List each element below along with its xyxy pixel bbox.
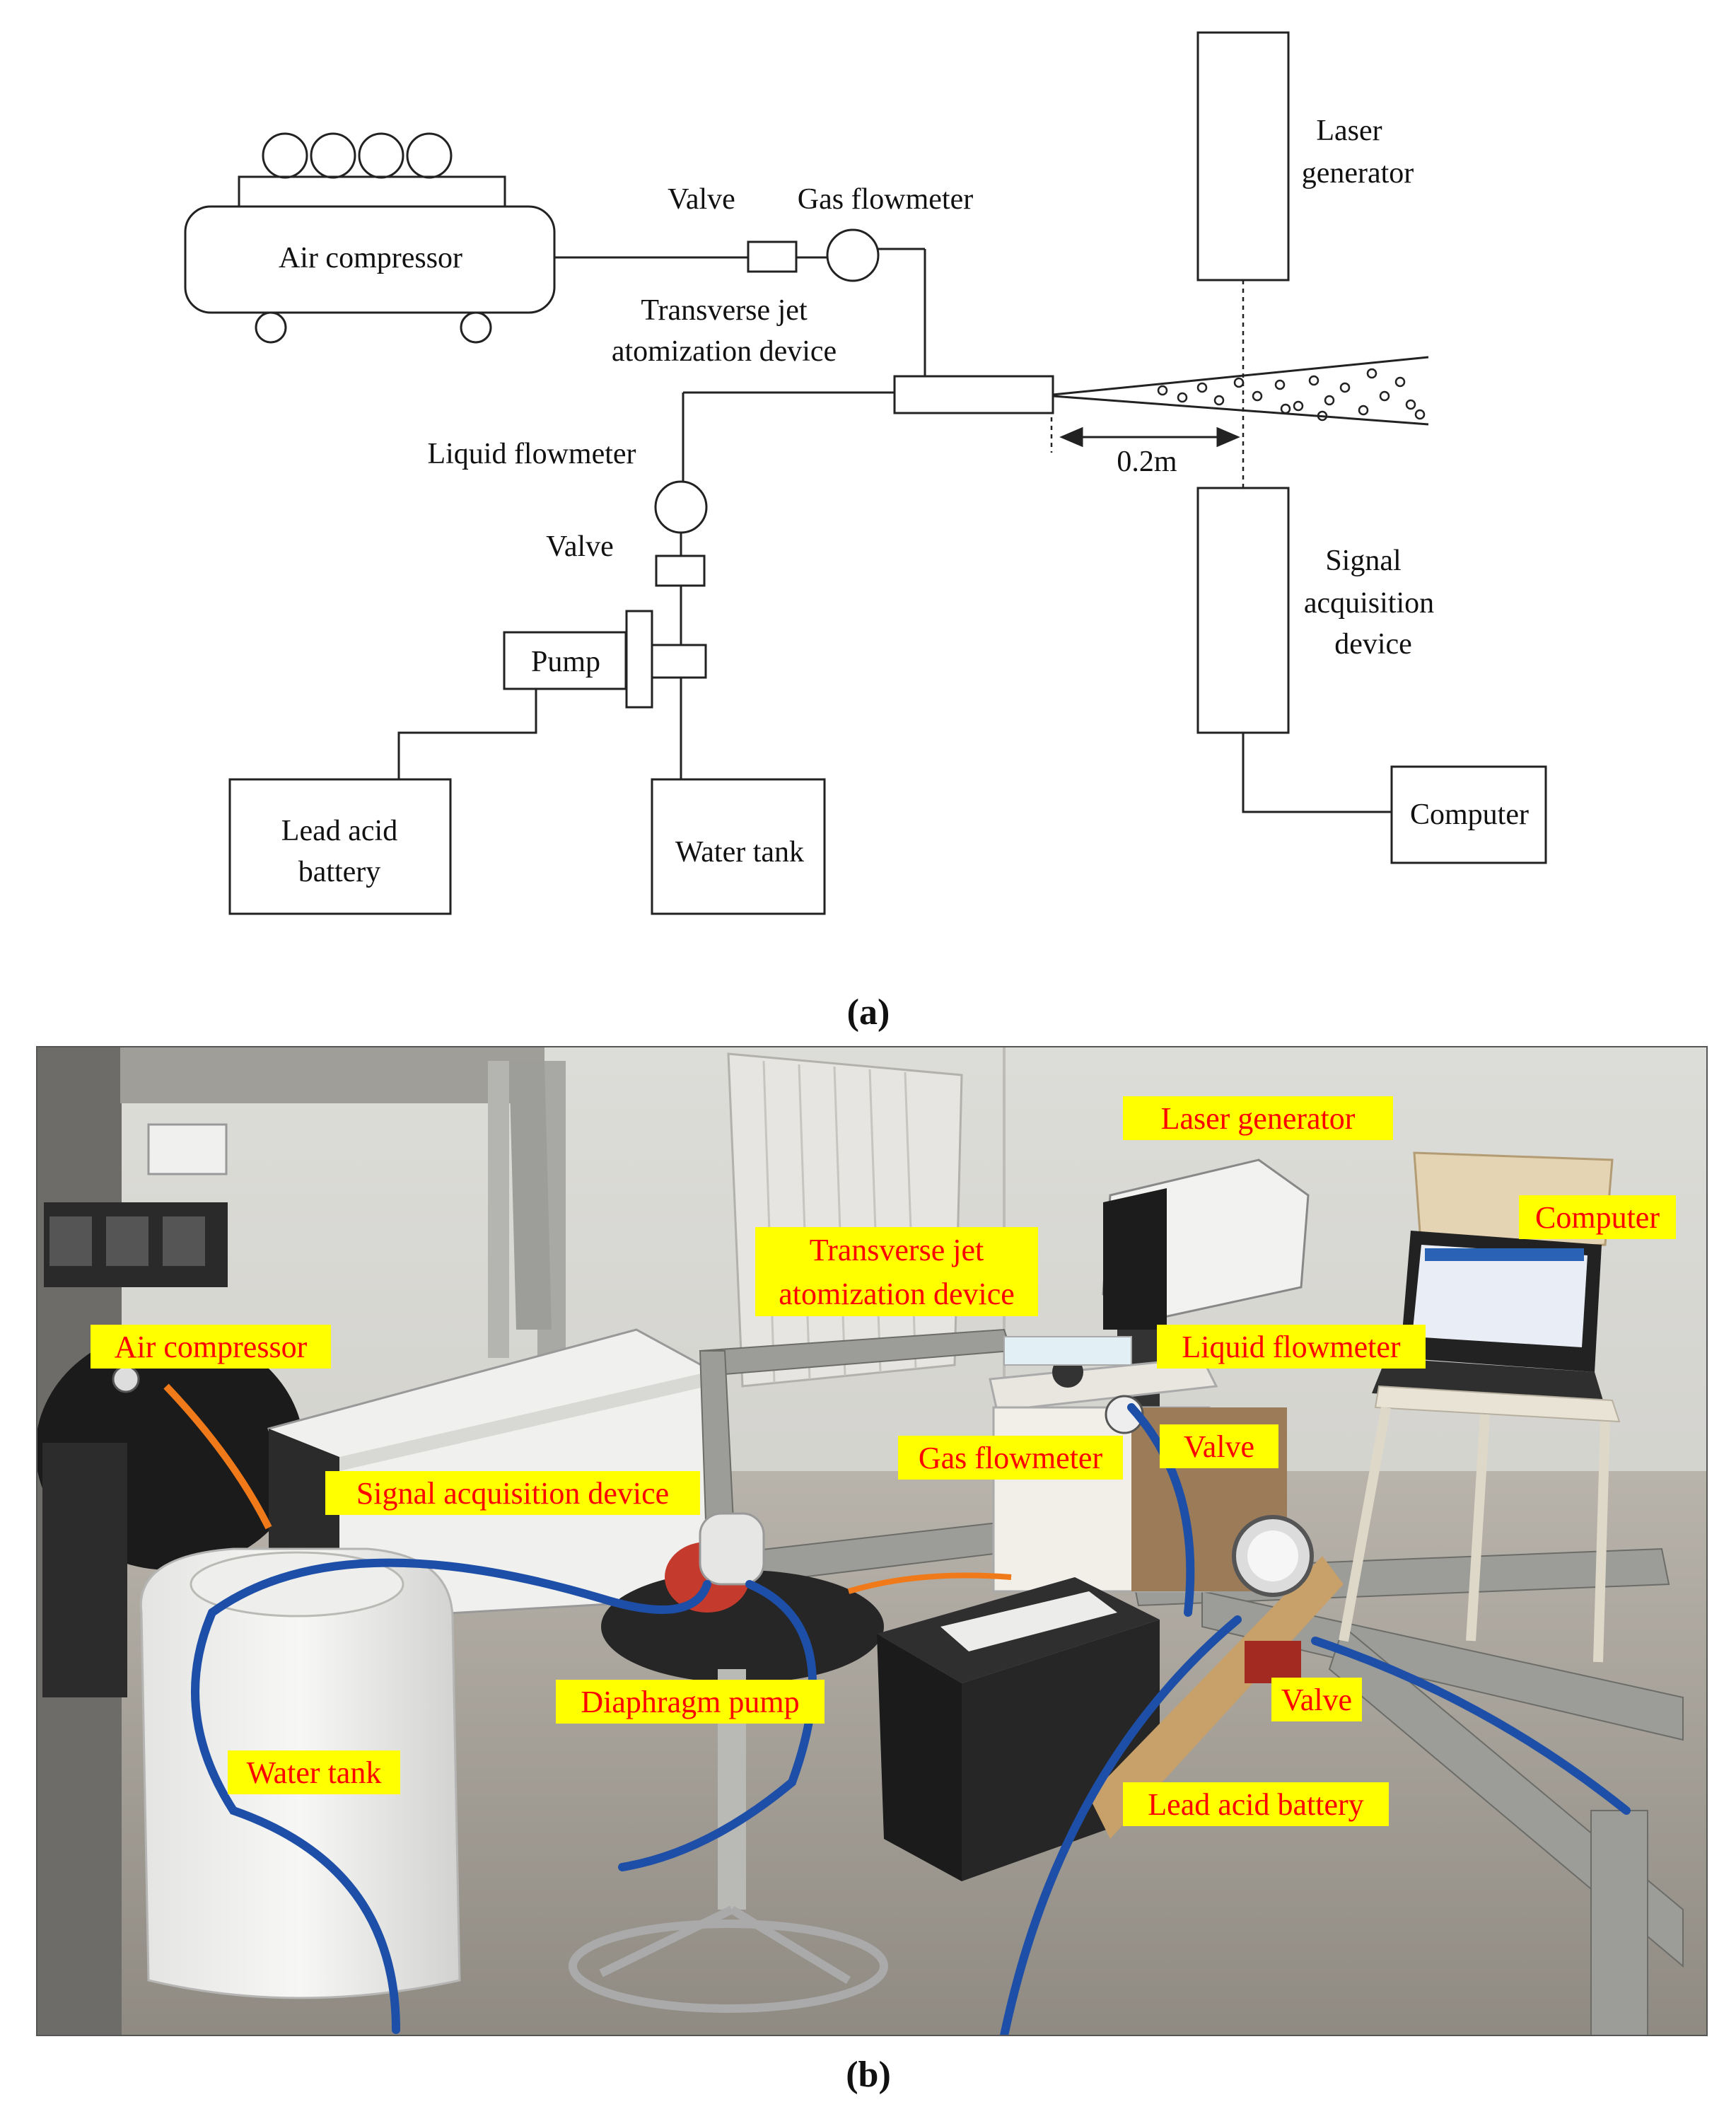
label-pump: Pump — [531, 646, 600, 678]
pump-coupling-symbol — [651, 644, 707, 679]
tag-water-tank: Water tank — [228, 1750, 400, 1794]
label-air-compressor: Air compressor — [279, 242, 462, 274]
tag-lead-acid-battery-text: Lead acid battery — [1148, 1787, 1363, 1822]
photo-gauge-board — [1089, 1515, 1344, 1839]
tag-air-compressor-text: Air compressor — [115, 1330, 308, 1364]
liquid-valve-symbol — [655, 554, 706, 587]
signal-acquisition-symbol — [1196, 487, 1290, 734]
label-gas-valve: Valve — [668, 183, 735, 216]
tag-transverse-jet-text-1: Transverse jet — [810, 1233, 984, 1267]
photo-hoses — [191, 1403, 1631, 2035]
label-transverse-jet-2: atomization device — [612, 335, 837, 368]
tag-signal-acquisition: Signal acquisition device — [325, 1471, 700, 1515]
setup-photograph — [37, 1047, 1707, 2035]
gas-valve-symbol — [747, 240, 798, 273]
label-liquid-flowmeter: Liquid flowmeter — [427, 438, 636, 470]
tag-laser-generator: Laser generator — [1123, 1096, 1393, 1140]
photo-air-compressor — [37, 1202, 304, 1697]
tag-signal-acquisition-text: Signal acquisition device — [356, 1476, 669, 1511]
photo-floor-frame — [699, 1328, 1684, 2035]
computer-symbol — [1390, 765, 1547, 864]
tag-valve-bottom-text: Valve — [1281, 1683, 1352, 1717]
schematic-labels: Air compressor Valve Gas flowmeter Trans… — [279, 115, 1529, 888]
tag-valve-bottom: Valve — [1271, 1678, 1362, 1721]
label-laser-2: generator — [1302, 157, 1414, 190]
tag-diaphragm-pump-text: Diaphragm pump — [581, 1685, 799, 1719]
tag-transverse-jet: Transverse jet atomization device — [755, 1227, 1038, 1316]
tag-air-compressor: Air compressor — [91, 1325, 331, 1369]
gas-line — [554, 228, 926, 376]
tag-lead-acid-battery: Lead acid battery — [1123, 1782, 1389, 1826]
label-lead-acid-1: Lead acid — [281, 815, 397, 847]
label-distance: 0.2m — [1117, 446, 1177, 478]
label-signal-1: Signal — [1325, 545, 1401, 577]
tag-liquid-flowmeter-text: Liquid flowmeter — [1182, 1330, 1400, 1364]
photo-border — [36, 1046, 1708, 2036]
gas-flowmeter-symbol — [826, 228, 880, 282]
tag-transverse-jet-text-2: atomization device — [779, 1277, 1015, 1311]
data-line — [1242, 733, 1392, 813]
tag-gas-flowmeter: Gas flowmeter — [898, 1436, 1123, 1480]
pump-symbol — [503, 631, 627, 690]
tag-laser-generator-text: Laser generator — [1161, 1101, 1356, 1136]
caption-a: (a) — [847, 992, 890, 1033]
label-liquid-valve: Valve — [546, 530, 614, 563]
lead-acid-battery-symbol — [228, 778, 452, 915]
schematic-diagram — [184, 31, 1547, 915]
liquid-line — [625, 391, 895, 779]
tag-gas-flowmeter-text: Gas flowmeter — [919, 1441, 1103, 1475]
caption-b: (b) — [846, 2055, 891, 2095]
spray-droplets — [1157, 368, 1426, 422]
label-computer: Computer — [1410, 798, 1529, 831]
photo-tags: Laser generator Computer Transverse jet … — [91, 1096, 1676, 1826]
label-lead-acid-2: battery — [298, 856, 381, 888]
label-gas-flowmeter: Gas flowmeter — [798, 183, 973, 216]
air-compressor-symbol — [184, 132, 556, 344]
label-transverse-jet-1: Transverse jet — [641, 294, 808, 327]
label-signal-3: device — [1334, 628, 1412, 661]
water-tank-symbol — [651, 778, 826, 915]
label-laser-1: Laser — [1316, 115, 1382, 147]
laser-generator-symbol — [1196, 31, 1290, 281]
tag-liquid-flowmeter: Liquid flowmeter — [1157, 1325, 1426, 1369]
power-line — [397, 689, 537, 779]
distance-arrow — [1059, 426, 1240, 448]
tag-computer: Computer — [1519, 1195, 1676, 1239]
label-signal-2: acquisition — [1304, 587, 1434, 620]
tag-water-tank-text: Water tank — [247, 1755, 382, 1790]
tag-valve-top: Valve — [1160, 1424, 1278, 1468]
photo-orange-cable — [163, 1383, 272, 1530]
atomization-device-symbol — [893, 375, 1054, 414]
tag-computer-text: Computer — [1535, 1200, 1660, 1235]
spray-cone — [1052, 356, 1429, 426]
label-water-tank: Water tank — [675, 836, 804, 869]
liquid-flowmeter-symbol — [654, 480, 708, 534]
tag-diaphragm-pump: Diaphragm pump — [556, 1680, 825, 1724]
tag-valve-top-text: Valve — [1184, 1429, 1254, 1464]
